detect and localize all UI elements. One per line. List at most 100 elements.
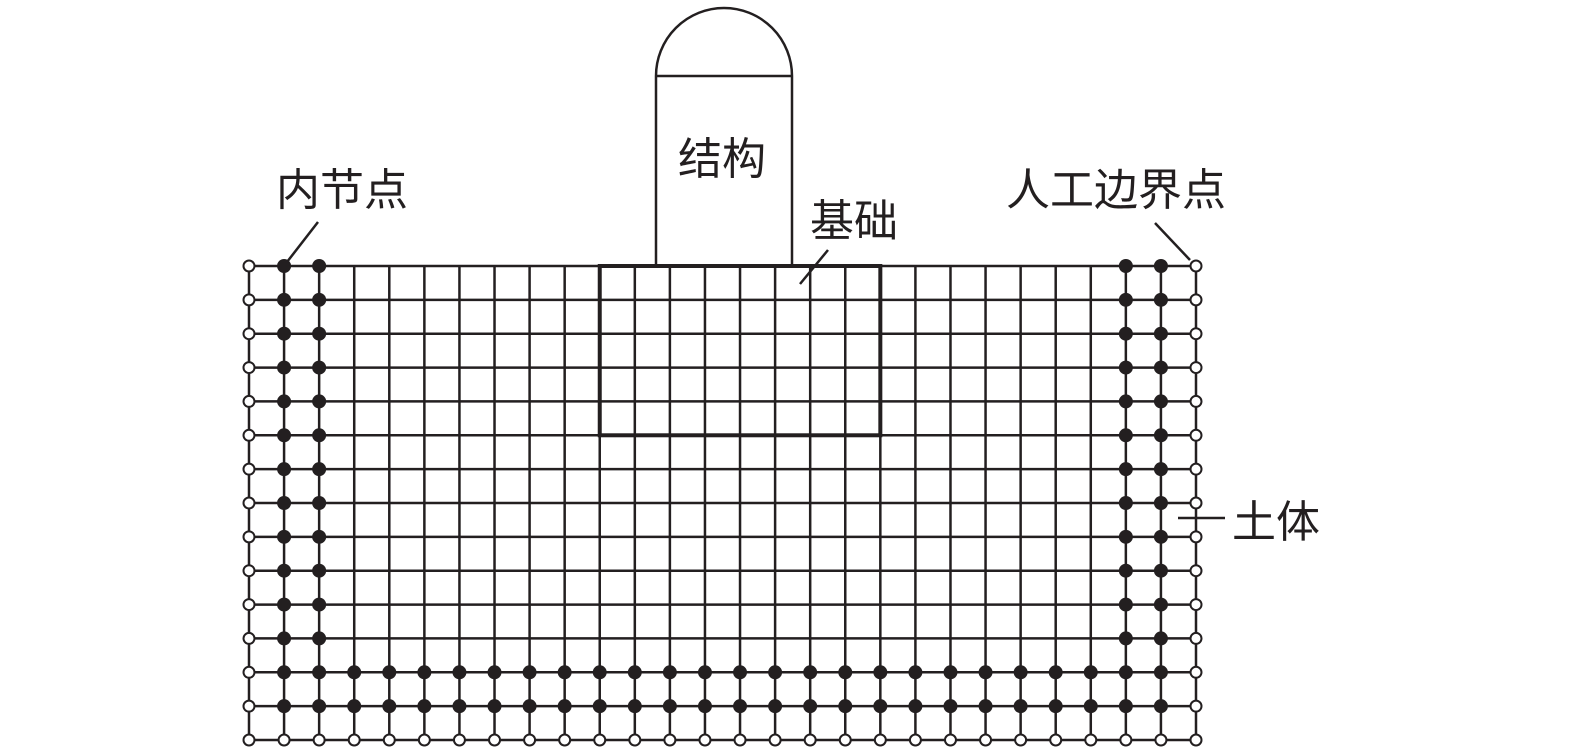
boundary-node [908,733,922,747]
boundary-node [628,733,642,747]
inner-node [312,665,327,680]
inner-node [277,428,292,443]
inner-node [312,394,327,409]
boundary-node-leader [1154,222,1191,261]
inner-node [382,665,397,680]
soil-mesh-grid [247,264,1198,742]
boundary-node [242,496,256,510]
inner-node [312,259,327,273]
inner-node [1153,360,1168,375]
inner-node [277,259,292,273]
inner-node [277,529,292,544]
inner-node [1118,496,1133,510]
boundary-node [242,361,256,375]
inner-node [277,665,292,680]
boundary-node [1189,327,1203,341]
structure-shape [654,6,794,266]
inner-node [908,699,923,714]
boundary-node [242,428,256,442]
inner-node [1153,428,1168,443]
inner-node [1118,699,1133,714]
boundary-node [663,733,677,747]
inner-node [873,665,888,680]
inner-node [312,631,327,646]
boundary-node [803,733,817,747]
inner-node [347,665,362,680]
inner-node [838,699,853,714]
boundary-node [1154,733,1168,747]
inner-node [592,699,607,714]
boundary-node [242,733,256,747]
boundary-node [1014,733,1028,747]
artificial-boundary-node-label: 人工边界点 [1006,165,1226,216]
boundary-node [417,733,431,747]
inner-node [1153,292,1168,307]
boundary-node [698,733,712,747]
boundary-node [1189,665,1203,679]
boundary-node [1189,259,1203,273]
inner-node [768,665,783,680]
inner-node [662,665,677,680]
inner-node [277,597,292,612]
boundary-node [1189,394,1203,408]
boundary-node [242,631,256,645]
inner-node [1013,699,1028,714]
boundary-node [1084,733,1098,747]
inner-node [277,563,292,578]
inner-node [522,699,537,714]
leader-lines [286,221,1225,520]
inner-node [312,360,327,375]
inner-node [312,428,327,443]
inner-node [733,699,748,714]
inner-node [452,699,467,714]
inner-node [277,292,292,307]
soil-label: 土体 [1232,497,1320,548]
boundary-node [277,733,291,747]
boundary-node [593,733,607,747]
inner-node [312,326,327,341]
inner-node [1153,326,1168,341]
inner-node [1118,259,1133,273]
boundary-node [1119,733,1133,747]
inner-node [1118,292,1133,307]
boundary-node [873,733,887,747]
inner-node [1153,259,1168,273]
inner-node [1048,699,1063,714]
boundary-node [1189,631,1203,645]
inner-node [557,665,572,680]
inner-node [382,699,397,714]
inner-node [662,699,677,714]
boundary-node [979,733,993,747]
inner-node [312,292,327,307]
inner-node [1118,394,1133,409]
boundary-node [347,733,361,747]
boundary-node [768,733,782,747]
boundary-node [1189,598,1203,612]
inner-node [1048,665,1063,680]
structure-label: 结构 [678,134,766,185]
boundary-node [1049,733,1063,747]
inner-node [347,699,362,714]
foundation-label: 基础 [810,196,898,247]
inner-node [1153,597,1168,612]
boundary-node [242,259,256,273]
inner-node [487,665,502,680]
boundary-node [242,462,256,476]
inner-node [1153,496,1168,510]
inner-node [312,529,327,544]
inner-node [1083,665,1098,680]
inner-node [1118,529,1133,544]
inner-node [908,665,923,680]
inner-node [697,699,712,714]
inner-node [978,699,993,714]
inner-node [312,597,327,612]
inner-node [1118,326,1133,341]
inner-node [1118,665,1133,680]
inner-node-leader [286,221,319,263]
boundary-node [452,733,466,747]
boundary-node [242,293,256,307]
boundary-node [1189,293,1203,307]
inner-node [627,699,642,714]
boundary-node [523,733,537,747]
